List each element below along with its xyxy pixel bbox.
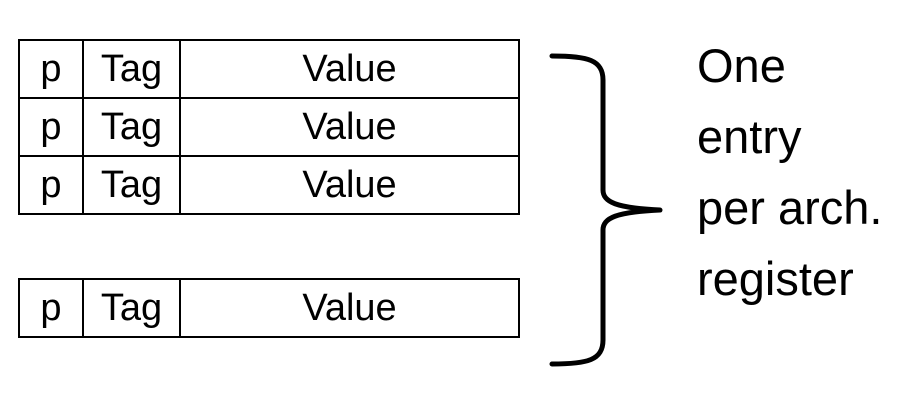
tag-cell: Tag <box>84 41 181 97</box>
curly-brace-icon <box>549 53 663 367</box>
value-cell: Value <box>302 287 397 329</box>
register-table-bottom: p Tag Value <box>18 278 520 338</box>
register-table-top: p Tag Value p Tag Value p Tag Value <box>18 39 520 215</box>
tag-cell: Tag <box>84 99 181 155</box>
p-cell: p <box>20 99 84 155</box>
register-entry-row: p Tag Value <box>20 41 518 99</box>
register-entry-row: p Tag Value <box>20 157 518 213</box>
tag-cell: Tag <box>84 157 181 213</box>
tag-cell: Tag <box>84 280 181 336</box>
value-cell: Value <box>302 164 397 206</box>
caption-line: entry <box>697 110 802 163</box>
caption-line: per arch. <box>697 181 883 234</box>
register-caption: One entry per arch. register <box>697 30 917 314</box>
p-cell: p <box>20 280 84 336</box>
caption-line: register <box>697 252 854 305</box>
value-cell: Value <box>302 48 397 90</box>
p-cell: p <box>20 157 84 213</box>
p-cell: p <box>20 41 84 97</box>
value-cell: Value <box>302 106 397 148</box>
caption-line: One <box>697 39 786 92</box>
register-entry-row: p Tag Value <box>20 280 518 336</box>
register-entry-row: p Tag Value <box>20 99 518 157</box>
